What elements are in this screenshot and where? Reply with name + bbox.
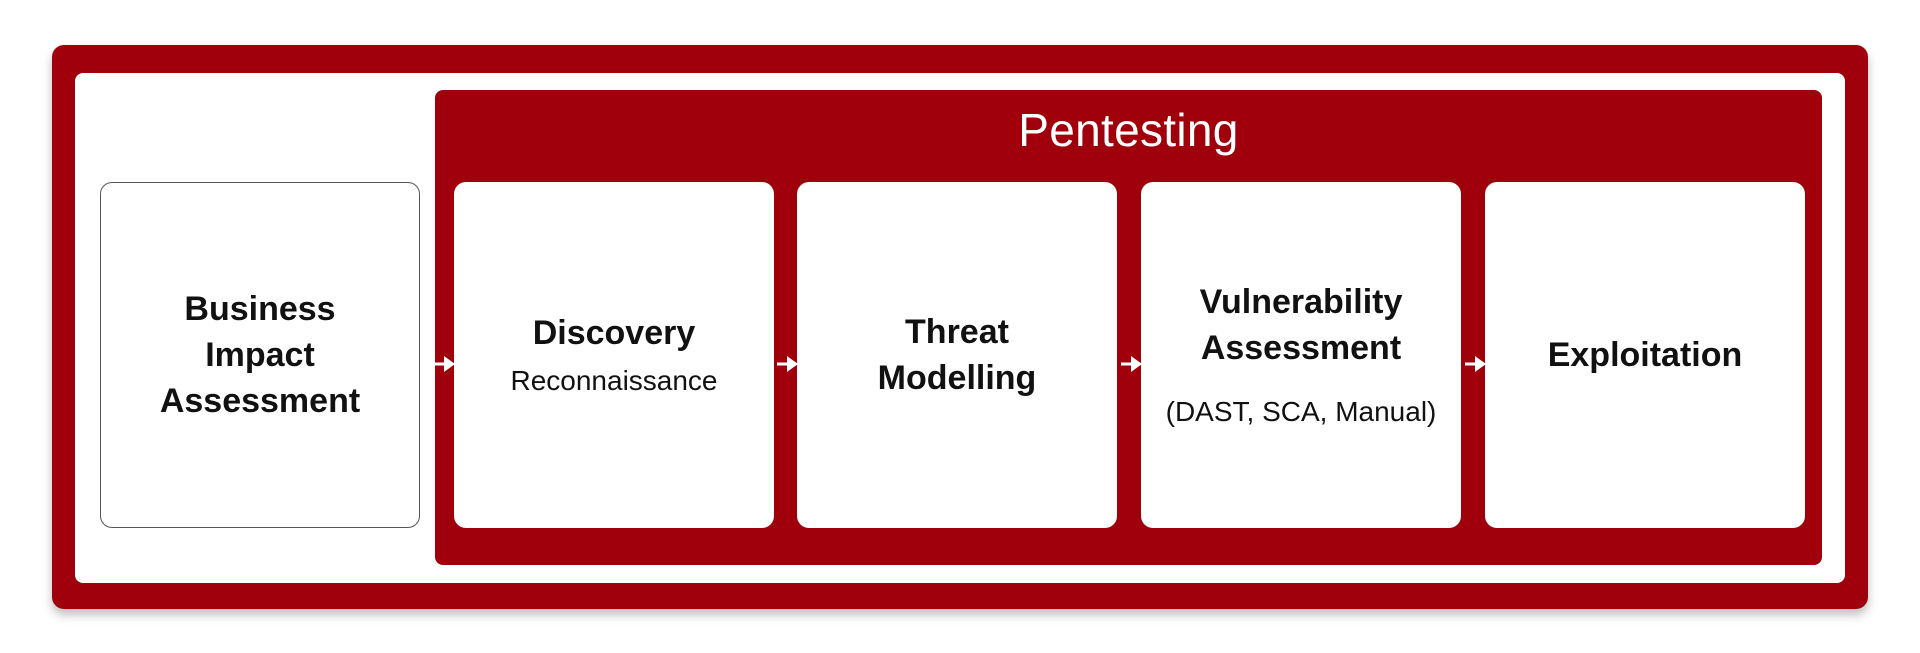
business-impact-assessment-title: Business Impact Assessment — [159, 290, 361, 420]
threat-modelling-box: Threat Modelling — [797, 182, 1117, 528]
discovery-subtitle: Reconnaissance — [510, 365, 718, 396]
discovery-title: Discovery — [532, 314, 696, 352]
arrow-right-icon — [1121, 356, 1142, 372]
arrow-right-icon — [434, 356, 455, 372]
exploitation-title: Exploitation — [1547, 336, 1743, 374]
arrow-right-icon — [777, 356, 798, 372]
vulnerability-assessment-subtitle: (DAST, SCA, Manual) — [1165, 396, 1437, 427]
exploitation-box: Exploitation — [1485, 182, 1805, 528]
business-impact-assessment-box: Business Impact Assessment — [100, 182, 420, 528]
discovery-box: Discovery Reconnaissance — [454, 182, 774, 528]
arrow-right-icon — [1465, 356, 1486, 372]
threat-modelling-title: Threat Modelling — [877, 313, 1037, 397]
vulnerability-assessment-box: Vulnerability Assessment (DAST, SCA, Man… — [1141, 182, 1461, 528]
pentesting-title: Pentesting — [1018, 104, 1239, 156]
vulnerability-assessment-title: Vulnerability Assessment — [1199, 283, 1403, 367]
